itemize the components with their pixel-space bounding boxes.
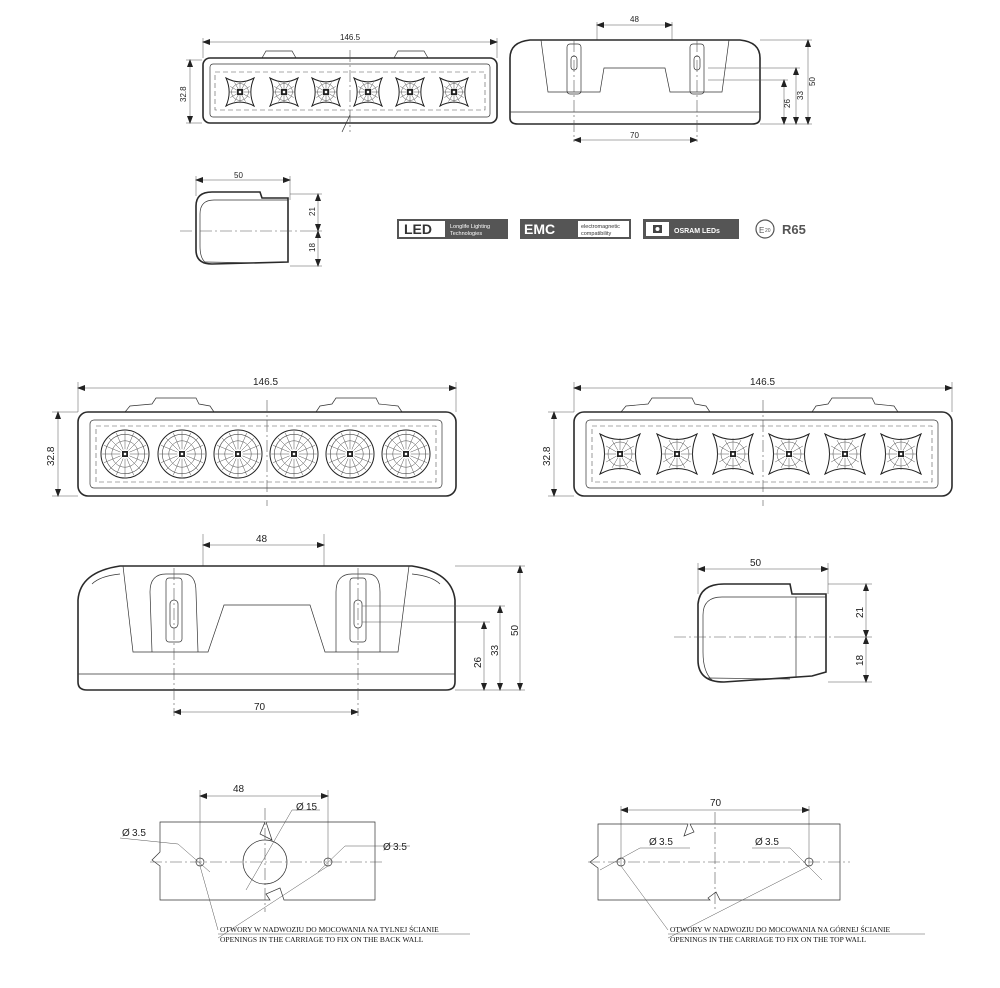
dim-width-small: 146.5 — [340, 33, 361, 42]
dim-hole-left-top: 3.5 — [659, 837, 673, 848]
led-lens-3 — [213, 429, 263, 479]
r65-label: R65 — [782, 222, 806, 237]
dim-bracket-spacing: 48 — [256, 534, 268, 545]
front-view-right: 146.5 32.8 — [542, 377, 953, 506]
dim-hole-left-back: 3.5 — [132, 828, 146, 839]
e-mark: E 20 R65 — [755, 219, 806, 239]
led-lens-5 — [823, 432, 867, 476]
small-bottom-view: 48 70 50 33 26 — [509, 15, 817, 143]
dim-26-small: 26 — [783, 99, 792, 108]
diameter-symbol-left-top: Ø — [649, 837, 657, 848]
emc-sub1: electromagnetic — [581, 224, 620, 230]
dim-hole-spacing-small: 70 — [630, 131, 639, 140]
dim-total-height-small: 50 — [808, 77, 817, 86]
led-lens-1 — [100, 429, 150, 479]
hole-layout-back-wall: 48 3.5 Ø 15 Ø 3.5 Ø OTWORY W NADWOZIU DO… — [119, 784, 470, 944]
dim-top-spacing: 70 — [710, 798, 722, 809]
dim-width-left: 146.5 — [253, 377, 278, 388]
osram-badge: OSRAM LEDs — [643, 219, 739, 239]
led-lens-6 — [879, 432, 923, 476]
dim-width-right: 146.5 — [750, 377, 775, 388]
dim-hole-right-top: 3.5 — [765, 837, 779, 848]
note-back-wall-pl: OTWORY W NADWOZIU DO MOCOWANIA NA TYLNEJ… — [220, 924, 439, 934]
diameter-symbol-right-back: Ø — [383, 842, 391, 853]
emc-sub2: compatibility — [581, 231, 612, 237]
diameter-symbol-large: Ø — [296, 802, 304, 813]
dim-depth-small: 50 — [234, 171, 243, 180]
dim-lower-small: 18 — [308, 243, 317, 252]
dim-hole-large: 15 — [306, 802, 318, 813]
led-lens-2 — [157, 429, 207, 479]
led-lens-5 — [394, 76, 426, 108]
e-mark-letter: E — [759, 226, 764, 235]
led-lens-6 — [438, 76, 470, 108]
small-front-view: 146.5 32.8 — [179, 33, 498, 133]
dim-back-spacing: 48 — [233, 784, 245, 795]
led-lens-2 — [268, 76, 300, 108]
led-chip-icon — [653, 225, 662, 233]
side-view-large: 50 21 18 — [674, 558, 872, 683]
led-lens-3 — [711, 432, 755, 476]
note-top-wall-en: OPENINGS IN THE CARRIAGE TO FIX ON THE T… — [670, 935, 866, 944]
small-side-view: 50 21 18 — [180, 171, 322, 267]
dim-33: 33 — [490, 644, 501, 656]
dim-height-small: 32.8 — [179, 86, 188, 102]
front-view-left: 146.5 32.8 — [46, 377, 457, 506]
led-lens-1 — [598, 432, 642, 476]
led-badge: LED Longlife Lighting Technologies — [397, 219, 508, 239]
note-top-wall-pl: OTWORY W NADWOZIU DO MOCOWANIA NA GÓRNEJ… — [670, 924, 890, 934]
led-lens-3 — [310, 76, 342, 108]
led-lens-2 — [655, 432, 699, 476]
dim-26: 26 — [473, 656, 484, 668]
e-mark-number: 20 — [765, 228, 771, 234]
led-title: LED — [404, 221, 432, 237]
led-lens-4 — [352, 76, 384, 108]
led-lens-1 — [224, 76, 256, 108]
led-lens-5 — [325, 429, 375, 479]
diameter-symbol-left-back: Ø — [122, 828, 130, 839]
dim-depth: 50 — [750, 558, 762, 569]
dim-height-left: 32.8 — [46, 446, 57, 466]
led-lens-4 — [767, 432, 811, 476]
osram-text: OSRAM LEDs — [674, 228, 720, 235]
emc-badge: EMC electromagnetic compatibility — [520, 219, 631, 239]
dim-upper: 21 — [855, 606, 866, 618]
dim-upper-small: 21 — [308, 207, 317, 216]
diameter-symbol-right-top: Ø — [755, 837, 763, 848]
dim-33-small: 33 — [796, 91, 805, 100]
note-back-wall-en: OPENINGS IN THE CARRIAGE TO FIX ON THE B… — [220, 935, 424, 944]
dim-lower: 18 — [855, 654, 866, 666]
hole-layout-top-wall: 70 3.5 Ø 3.5 Ø OTWORY W NADWOZIU DO MOCO… — [588, 798, 925, 944]
dim-height-right: 32.8 — [542, 446, 553, 466]
led-sub2: Technologies — [450, 231, 482, 237]
dim-hole-right-back: 3.5 — [393, 842, 407, 853]
led-sub1: Longlife Lighting — [450, 224, 490, 230]
led-lens-6 — [381, 429, 431, 479]
bottom-view-large: 48 70 50 33 26 — [77, 534, 525, 716]
dim-hole-spacing: 70 — [254, 702, 266, 713]
emc-title: EMC — [524, 221, 555, 237]
dim-total-height: 50 — [510, 624, 521, 636]
led-lens-4 — [269, 429, 319, 479]
dim-bracket-spacing-small: 48 — [630, 15, 639, 24]
